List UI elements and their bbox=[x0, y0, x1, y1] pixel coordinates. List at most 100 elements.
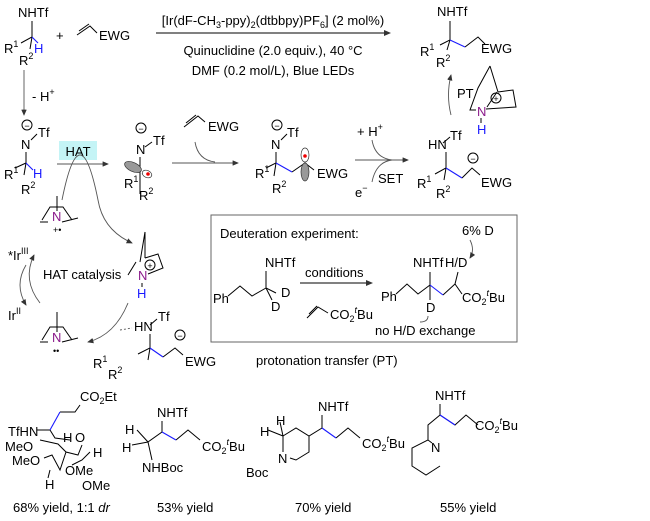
tf-label: Tf bbox=[287, 125, 299, 140]
r1-label: R1 bbox=[93, 354, 107, 371]
h-label: H bbox=[93, 445, 102, 460]
example-diamine: NHTf H H NHBoc CO2tBu 53% yield bbox=[122, 405, 245, 515]
hat-catalysis-label: HAT catalysis bbox=[43, 267, 122, 282]
n-label: N bbox=[271, 137, 280, 152]
boc-label: Boc bbox=[246, 465, 269, 480]
plus-sign: + bbox=[56, 28, 64, 43]
o-label: O bbox=[75, 430, 85, 445]
co2tbu-label: CO2tBu bbox=[462, 288, 505, 307]
example-sugar: CO2Et TfHN MeO MeO H O H OMe H OMe 68% y… bbox=[5, 389, 117, 515]
n-label: N bbox=[52, 330, 61, 345]
quinuclidinium-cycle: + N H bbox=[127, 231, 164, 301]
h-label: H bbox=[260, 424, 269, 439]
alpha-radical-intermediate: − N Tf R1 R2 EWG bbox=[255, 119, 348, 196]
minus-charge: − bbox=[177, 331, 182, 341]
minus-charge: − bbox=[138, 124, 143, 134]
meo-label: MeO bbox=[12, 453, 40, 468]
quinuclidine-radical-cation: N +• bbox=[40, 196, 79, 235]
tfhn-label: TfHN bbox=[8, 424, 38, 439]
product: NHTf R1 R2 EWG bbox=[420, 4, 512, 70]
lone-pair-label: •• bbox=[53, 346, 59, 356]
meo-label: MeO bbox=[5, 439, 33, 454]
ewg-label: EWG bbox=[481, 175, 512, 190]
hn-label: HN bbox=[134, 319, 153, 334]
r1-label: R1 bbox=[417, 174, 431, 191]
n-label: N bbox=[52, 209, 61, 224]
pt-cycle-arrow bbox=[87, 302, 129, 344]
pt-caption: protonation transfer (PT) bbox=[256, 353, 398, 368]
r2-label: R2 bbox=[436, 53, 450, 70]
carbanion-intermediate: HN Tf − R1 R2 EWG bbox=[417, 128, 512, 201]
ewg-label: EWG bbox=[317, 166, 348, 181]
r1-label: R1 bbox=[255, 164, 269, 181]
n-label: N bbox=[138, 268, 147, 283]
n-label: N bbox=[278, 451, 287, 466]
deprotonation-label: - H+ bbox=[32, 87, 55, 104]
hat-box bbox=[59, 141, 97, 160]
tf-label: Tf bbox=[153, 133, 165, 148]
h-label: H bbox=[45, 477, 54, 492]
conditions-line-3: DMF (0.2 mol/L), Blue LEDs bbox=[192, 63, 355, 78]
co2et-label: CO2Et bbox=[80, 389, 117, 406]
carbon-radical: − N Tf R1 R2 bbox=[124, 122, 165, 203]
nhtf-label: NHTf bbox=[435, 388, 466, 403]
pt-arrow bbox=[447, 74, 453, 116]
ome-label: OMe bbox=[82, 478, 110, 493]
plus-h-label: + H+ bbox=[357, 122, 383, 139]
yield-caption: 70% yield bbox=[295, 500, 351, 515]
minus-charge: − bbox=[470, 154, 475, 164]
ph-label: Ph bbox=[381, 289, 397, 304]
r1-label: R1 bbox=[420, 42, 434, 59]
alkene: EWG bbox=[76, 23, 130, 43]
r1-label: R1 bbox=[124, 174, 138, 191]
ir-cycle-arrow bbox=[28, 254, 41, 304]
h-label: H bbox=[34, 41, 43, 56]
tf-label: Tf bbox=[38, 125, 50, 140]
co2tbu-label: CO2tBu bbox=[202, 437, 245, 456]
n-label: N bbox=[431, 440, 440, 455]
ome-label: OMe bbox=[65, 463, 93, 478]
ewg-label: EWG bbox=[185, 354, 216, 369]
set-label: SET bbox=[378, 171, 403, 186]
yield-caption: 53% yield bbox=[157, 500, 213, 515]
conditions-line-2: Quinuclidine (2.0 equiv.), 40 °C bbox=[183, 43, 362, 58]
acrylate: CO2tBu bbox=[306, 305, 373, 324]
yield-caption: 55% yield bbox=[440, 500, 496, 515]
hn-label: HN bbox=[428, 137, 447, 152]
plus-charge: + bbox=[493, 94, 498, 104]
deuterated-substrate: NHTf Ph D D bbox=[213, 255, 296, 314]
conditions-label: conditions bbox=[305, 265, 364, 280]
r2-label: R2 bbox=[19, 51, 33, 68]
d-label: D bbox=[426, 300, 435, 315]
ewg-label: EWG bbox=[99, 28, 130, 43]
ir2-label: IrII bbox=[8, 306, 21, 323]
ewg-label: EWG bbox=[481, 41, 512, 56]
tf-label: Tf bbox=[158, 309, 170, 324]
h-label: H bbox=[137, 286, 146, 301]
r2-label: R2 bbox=[139, 186, 153, 203]
nhtf-label: NHTf bbox=[318, 399, 349, 414]
quinuclidine-regenerated: N •• bbox=[40, 312, 79, 356]
nhtf-label: NHTf bbox=[157, 405, 188, 420]
hat-label: HAT bbox=[65, 144, 90, 159]
r1-label: R1 bbox=[4, 165, 18, 182]
h-label: H bbox=[33, 166, 42, 181]
r2-label: R2 bbox=[21, 180, 35, 197]
example-piperidine: NHTf H H N Boc CO2tBu 70% yield bbox=[246, 399, 405, 515]
carbanion-cycle: HN Tf − R1 R2 EWG bbox=[93, 309, 216, 382]
nhtf-label: NHTf bbox=[18, 5, 49, 20]
hd-label: H/D bbox=[445, 255, 467, 270]
ir3-label: *IrIII bbox=[8, 246, 29, 263]
ir-reduction-arrow bbox=[19, 264, 27, 306]
deuteration-product: Ph NHTf H/D CO2tBu D no H/D exchange bbox=[375, 255, 505, 338]
co2tbu-label: CO2tBu bbox=[475, 416, 518, 435]
no-exchange-label: no H/D exchange bbox=[375, 323, 475, 338]
catalyst-text: [Ir(dF-CH3-ppy)2(dtbbpy)PF6] (2 mol%) bbox=[162, 13, 384, 30]
h-label: H bbox=[477, 122, 486, 137]
co2tbu-label: CO2tBu bbox=[330, 305, 373, 324]
n-label: N bbox=[477, 104, 486, 119]
h-label: H bbox=[276, 413, 285, 428]
minus-charge: − bbox=[24, 121, 29, 131]
